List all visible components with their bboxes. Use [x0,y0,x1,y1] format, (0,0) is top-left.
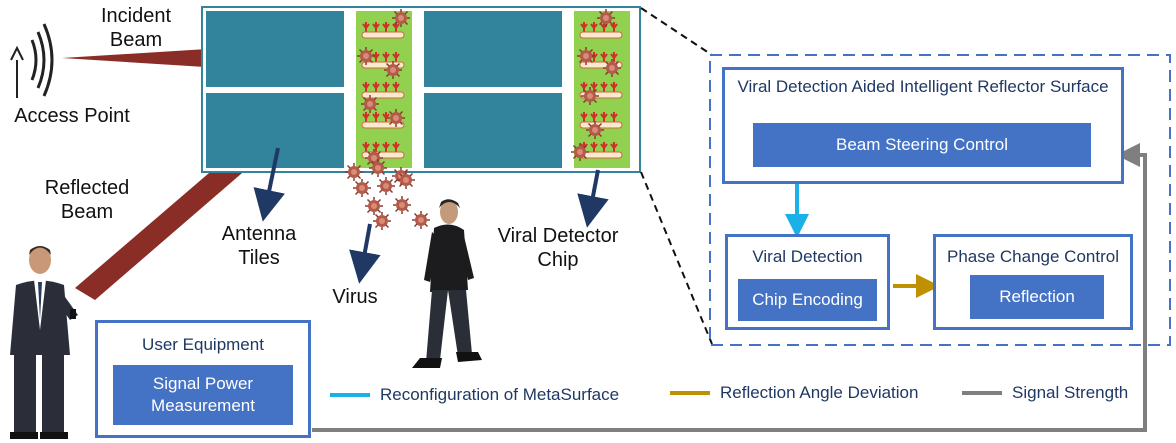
phase-change-title: Phase Change Control [946,247,1119,266]
viral-detection-box: Viral Detection Chip Encoding [725,234,890,330]
signal-strength-arrow [312,143,1147,432]
phase-change-box: Phase Change Control Reflection [933,234,1133,330]
legend-signal-strength: Signal Strength [1012,383,1129,402]
user-equipment-title: User Equipment [142,335,264,354]
antenna-tile-4 [424,93,562,168]
user-equipment-box: User Equipment Signal Power Measurement [95,320,311,438]
reflected-beam-label: Reflected Beam [44,177,130,223]
viral-detector-arrow [577,169,609,228]
chip-encoding: Chip Encoding [738,279,877,321]
access-point-label: Access Point [14,105,130,127]
antenna-tile-1 [206,11,344,87]
antenna-tiles-label: Antenna Tiles [221,223,297,269]
antenna-tiles-arrow [253,147,285,222]
zoom-region [709,54,1171,346]
incident-beam-label: Incident Beam [100,5,172,51]
signal-power-measurement: Signal Power Measurement [113,365,293,425]
irs-box: Viral Detection Aided Intelligent Reflec… [722,67,1124,184]
walking-person-figure [412,199,482,368]
user-person-figure [10,246,78,439]
legend-reflection-angle: Reflection Angle Deviation [720,383,919,402]
viral-detector-chip-label: Viral Detector Chip [497,225,619,271]
detector-chip-1 [356,8,412,168]
virus-arrow [349,223,381,284]
beam-steering-control: Beam Steering Control [753,123,1091,167]
detector-chip-2 [570,8,630,168]
reflection: Reflection [970,275,1104,319]
virus-label: Virus [332,286,378,308]
legend-reconfiguration: Reconfiguration of MetaSurface [380,385,620,404]
viral-detection-title: Viral Detection [752,247,863,266]
antenna-tile-3 [424,11,562,87]
irs-box-title: Viral Detection Aided Intelligent Reflec… [737,77,1109,96]
access-point-icon [10,23,54,98]
